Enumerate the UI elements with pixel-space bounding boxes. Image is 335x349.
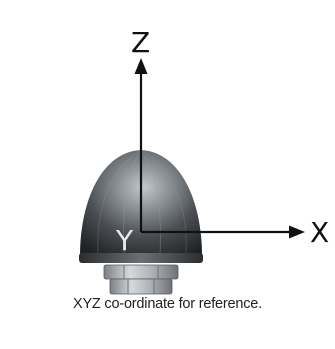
z-axis-arrowhead	[134, 58, 148, 74]
x-axis-label: X	[310, 216, 329, 249]
hex-base	[103, 264, 179, 295]
figure-caption: XYZ co-ordinate for reference.	[72, 296, 263, 312]
x-axis-arrowhead	[289, 225, 305, 239]
x-axis	[141, 225, 305, 239]
y-axis-label: Y	[115, 224, 134, 257]
z-axis-label: Z	[131, 26, 150, 59]
z-axis	[134, 58, 148, 232]
